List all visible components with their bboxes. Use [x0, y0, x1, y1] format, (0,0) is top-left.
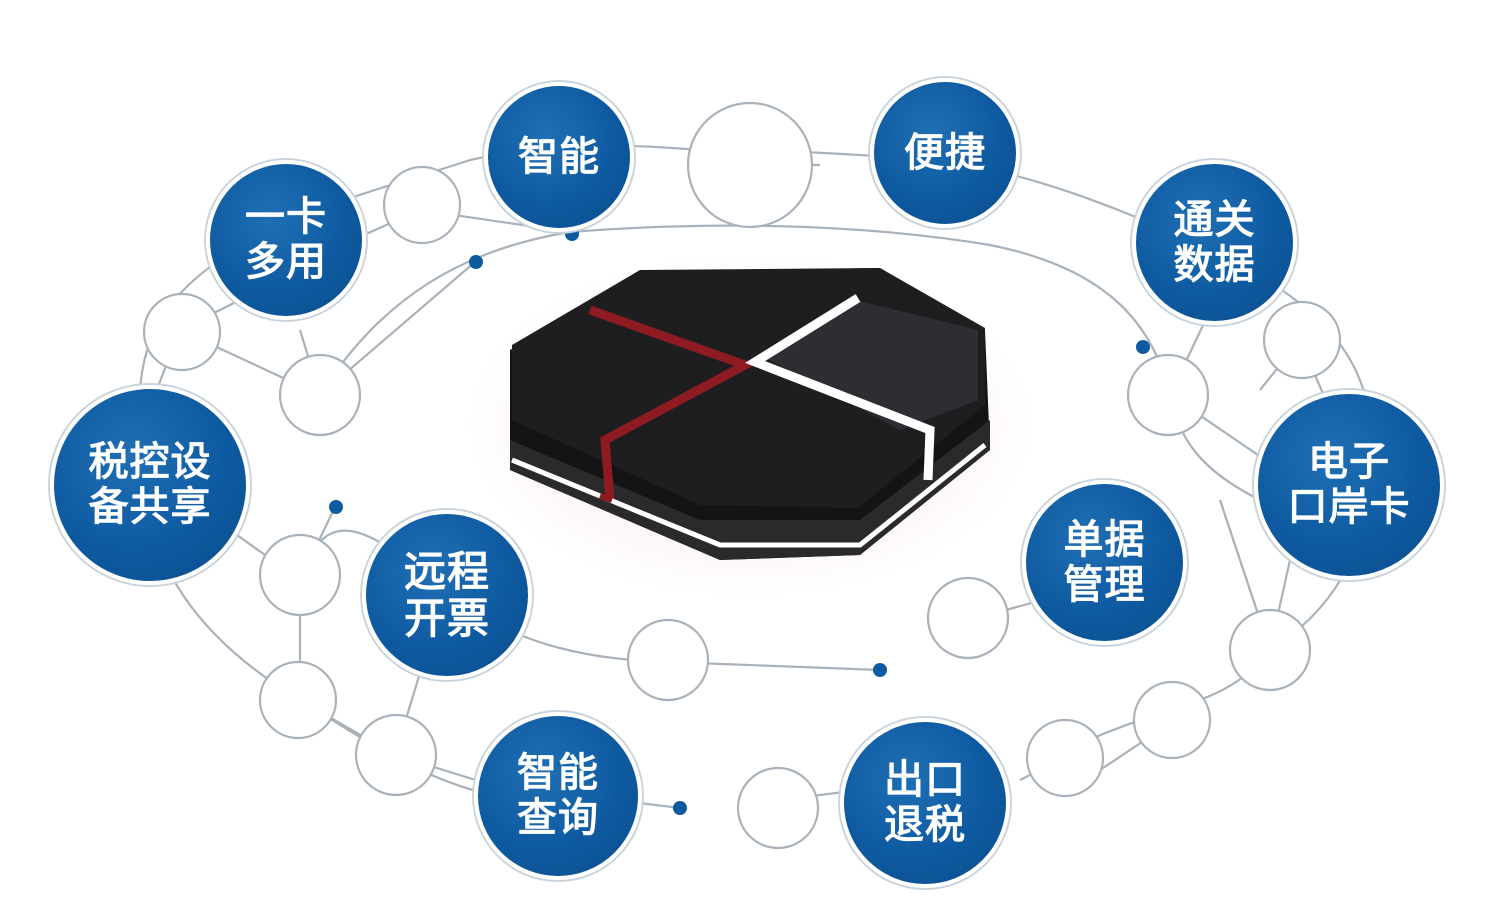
node-label: 电子: [1308, 439, 1390, 486]
node-label: 税控设: [88, 439, 212, 486]
node-label: 单据: [1063, 516, 1146, 563]
node-convenient: 便捷: [870, 78, 1020, 228]
node-label: 便捷: [904, 129, 986, 176]
device-white-stripe: [744, 294, 935, 481]
node-label: 备共享: [88, 484, 212, 530]
hollow-circle: [278, 353, 362, 437]
node-smart-query: 智能 查询: [474, 712, 642, 880]
hollow-circle: [1262, 300, 1342, 380]
node-e-port-card: 电子 口岸卡: [1254, 390, 1444, 580]
node-label: 开票: [403, 594, 490, 643]
hollow-circles: [142, 101, 1342, 850]
node-export-tax-rebate: 出口 退税: [840, 718, 1010, 888]
device-red-base-stripe: [599, 493, 613, 503]
junction-dots: [329, 227, 1150, 815]
hollow-circle: [382, 165, 462, 245]
hollow-circle: [258, 660, 338, 740]
node-smart: 智能: [484, 82, 634, 232]
inner-ring-bottom: [298, 529, 881, 672]
node-customs-data: 通关 数据: [1132, 160, 1297, 325]
node-label: 智能: [517, 750, 599, 797]
tax-control-device-icon: [510, 268, 990, 560]
hollow-circle: [736, 766, 820, 850]
node-label: 多用: [245, 239, 327, 285]
junction-dot: [469, 255, 483, 269]
hollow-circle: [626, 618, 710, 702]
junction-dot: [673, 801, 687, 815]
hollow-circle: [686, 101, 814, 229]
device-side-band: [510, 420, 990, 560]
hollow-circle: [926, 576, 1010, 660]
hollow-circle: [1228, 608, 1312, 692]
node-tax-device-sharing: 税控设 备共享: [50, 385, 250, 585]
hollow-circle: [1025, 718, 1105, 798]
node-label: 一卡: [245, 194, 327, 241]
device-white-base-stripe: [511, 443, 987, 548]
node-label: 出口: [884, 757, 966, 804]
node-document-management: 单据 管理: [1022, 480, 1187, 645]
node-one-card-multi-use: 一卡 多用: [206, 160, 366, 320]
hollow-circle: [1126, 353, 1210, 437]
hollow-circle: [258, 533, 342, 617]
hollow-circle: [354, 713, 438, 797]
hollow-circle: [142, 292, 222, 372]
device-top-shine: [760, 300, 978, 430]
device-red-stripe: [588, 305, 757, 501]
node-label: 查询: [517, 795, 599, 841]
node-label: 退税: [884, 802, 966, 848]
node-label: 口岸卡: [1287, 484, 1411, 530]
node-label: 远程: [403, 546, 490, 596]
junction-dot: [873, 663, 887, 677]
node-label: 智能: [518, 133, 600, 180]
node-label: 通关: [1173, 196, 1256, 243]
junction-dot: [1136, 340, 1150, 354]
hollow-circle: [1132, 680, 1212, 760]
node-remote-invoicing: 远程 开票: [362, 510, 532, 680]
junction-dot: [329, 500, 343, 514]
node-label: 数据: [1173, 241, 1256, 288]
node-label: 管理: [1063, 561, 1146, 608]
